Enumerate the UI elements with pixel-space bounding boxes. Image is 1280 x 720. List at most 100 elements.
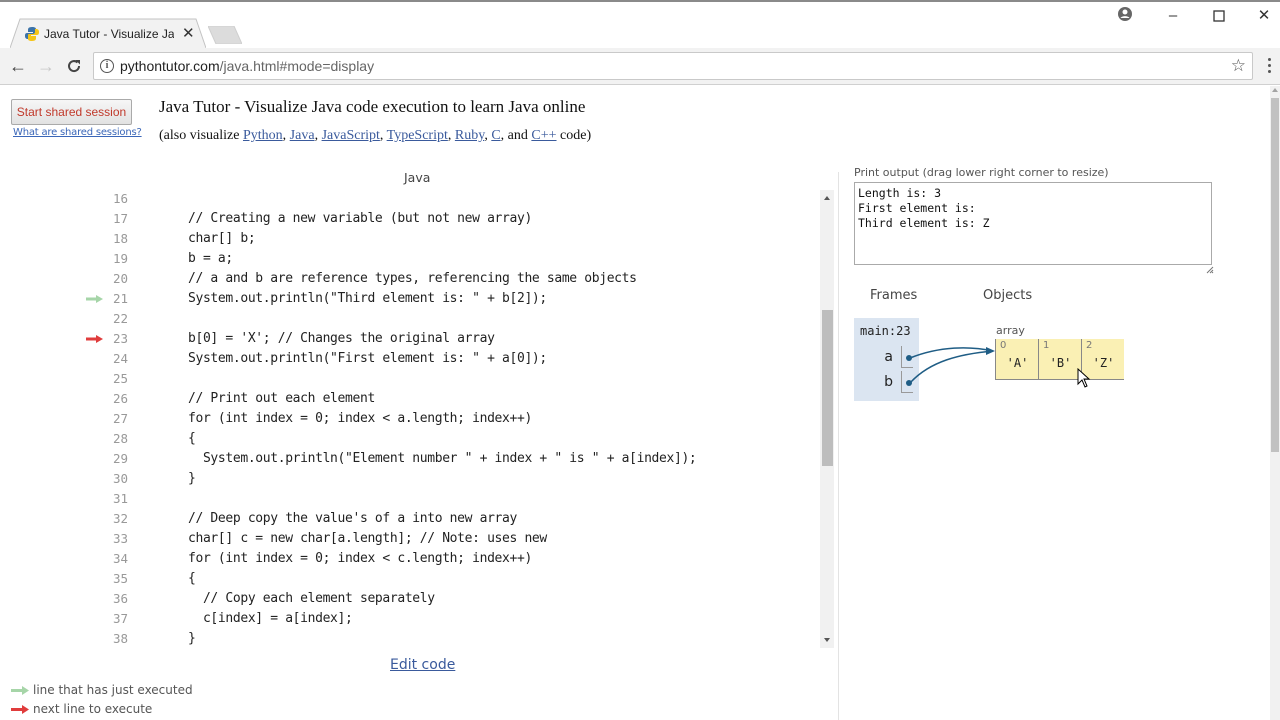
separator: ,	[314, 128, 322, 143]
mouse-cursor-icon	[1077, 368, 1091, 388]
array-object: 0 'A' 1 'B' 2 'Z'	[995, 339, 1124, 380]
code-line[interactable]: 20// a and b are reference types, refere…	[0, 269, 820, 289]
code-scrollbar[interactable]	[820, 190, 834, 648]
also-suffix: code)	[556, 128, 592, 143]
arrow-left-icon[interactable]: ←	[9, 56, 27, 76]
code-line[interactable]: 22	[0, 309, 820, 329]
start-shared-session-button[interactable]: Start shared session	[11, 99, 132, 125]
code-text: {	[188, 571, 196, 586]
also-visualize-text: (also visualize Python, Java, JavaScript…	[159, 128, 591, 144]
frame-name: main:23	[860, 324, 911, 338]
code-line[interactable]: 36 // Copy each element separately	[0, 589, 820, 609]
line-number: 38	[112, 631, 128, 646]
window-border	[0, 0, 1280, 2]
link-python[interactable]: Python	[242, 128, 283, 143]
edit-code-link[interactable]: Edit code	[390, 657, 456, 673]
link-java[interactable]: Java	[289, 128, 315, 143]
frames-header: Frames	[870, 288, 918, 303]
code-text: // Copy each element separately	[188, 591, 435, 606]
arrow-right-icon[interactable]: →	[37, 56, 55, 76]
code-line[interactable]: 38}	[0, 629, 820, 649]
link-c[interactable]: C	[491, 128, 501, 143]
code-text: // a and b are reference types, referenc…	[188, 271, 637, 286]
variable-slot	[901, 346, 913, 368]
account-icon[interactable]	[1115, 6, 1135, 26]
reference-arrows	[909, 347, 995, 384]
line-number: 31	[112, 491, 128, 506]
code-text: }	[188, 631, 196, 646]
scroll-down-icon[interactable]	[824, 638, 830, 642]
tab-title: Java Tutor - Visualize Jav	[44, 27, 174, 41]
browser-tab[interactable]: Java Tutor - Visualize Jav ✕	[10, 18, 206, 48]
line-number: 25	[112, 371, 128, 386]
language-label: Java	[404, 170, 431, 185]
code-line[interactable]: 16	[0, 189, 820, 209]
new-tab-button[interactable]	[208, 26, 242, 44]
array-cell: 2 'Z'	[1081, 339, 1124, 379]
separator: , and	[500, 128, 532, 143]
code-line[interactable]: 31	[0, 489, 820, 509]
print-output-box[interactable]: Length is: 3 First element is: Third ele…	[854, 182, 1212, 265]
line-number: 36	[112, 591, 128, 606]
code-line[interactable]: 30}	[0, 469, 820, 489]
code-text: for (int index = 0; index < c.length; in…	[188, 551, 532, 566]
scroll-up-icon[interactable]	[824, 196, 830, 200]
code-text: for (int index = 0; index < a.length; in…	[188, 411, 532, 426]
array-label: array	[996, 324, 1025, 337]
code-line[interactable]: 29 System.out.println("Element number " …	[0, 449, 820, 469]
code-line[interactable]: 17// Creating a new variable (but not ne…	[0, 209, 820, 229]
legend-next-label: next line to execute	[33, 702, 153, 716]
info-icon[interactable]: i	[100, 59, 114, 73]
panel-divider	[838, 172, 839, 720]
line-number: 30	[112, 471, 128, 486]
line-number: 21	[112, 291, 128, 306]
python-logo-icon	[25, 27, 39, 41]
resize-grip-icon[interactable]	[1206, 266, 1214, 274]
code-text: {	[188, 431, 196, 446]
code-line[interactable]: 25	[0, 369, 820, 389]
separator: ,	[379, 128, 387, 143]
page-scrollbar[interactable]	[1270, 86, 1280, 720]
link-cpp[interactable]: C++	[531, 128, 557, 143]
page-scrollbar-thumb[interactable]	[1271, 98, 1279, 452]
code-scrollbar-thumb[interactable]	[822, 310, 833, 466]
link-javascript[interactable]: JavaScript	[321, 128, 380, 143]
shared-sessions-help-link[interactable]: What are shared sessions?	[13, 127, 142, 138]
link-typescript[interactable]: TypeScript	[386, 128, 448, 143]
scroll-up-icon[interactable]	[1272, 88, 1278, 92]
cell-value: 'Z'	[1092, 356, 1115, 370]
line-number: 19	[112, 251, 128, 266]
line-number: 35	[112, 571, 128, 586]
window-close-icon[interactable]: ✕	[1257, 7, 1271, 24]
line-number: 32	[112, 511, 128, 526]
print-output-label: Print output (drag lower right corner to…	[854, 166, 1109, 179]
address-bar[interactable]: i pythontutor.com/java.html#mode=display…	[93, 52, 1253, 80]
minimize-icon[interactable]: –	[1168, 7, 1178, 24]
kebab-menu-icon[interactable]	[1264, 56, 1274, 76]
code-line[interactable]: 35 {	[0, 569, 820, 589]
cell-index: 1	[1043, 340, 1050, 351]
close-icon[interactable]: ✕	[182, 25, 195, 42]
code-line[interactable]: 32// Deep copy the value's of a into new…	[0, 509, 820, 529]
url-text[interactable]: pythontutor.com/java.html#mode=display	[120, 58, 374, 74]
reload-icon[interactable]	[64, 56, 84, 76]
link-ruby[interactable]: Ruby	[454, 128, 485, 143]
code-line[interactable]: 26// Print out each element	[0, 389, 820, 409]
code-line[interactable]: 37 c[index] = a[index];	[0, 609, 820, 629]
line-number: 17	[112, 211, 128, 226]
star-icon[interactable]: ☆	[1230, 56, 1246, 75]
tab-shape	[10, 18, 206, 48]
also-prefix: (also visualize	[159, 128, 243, 143]
next-arrow-icon	[86, 335, 103, 343]
maximize-icon[interactable]	[1209, 6, 1229, 26]
code-line[interactable]: 28{	[0, 429, 820, 449]
